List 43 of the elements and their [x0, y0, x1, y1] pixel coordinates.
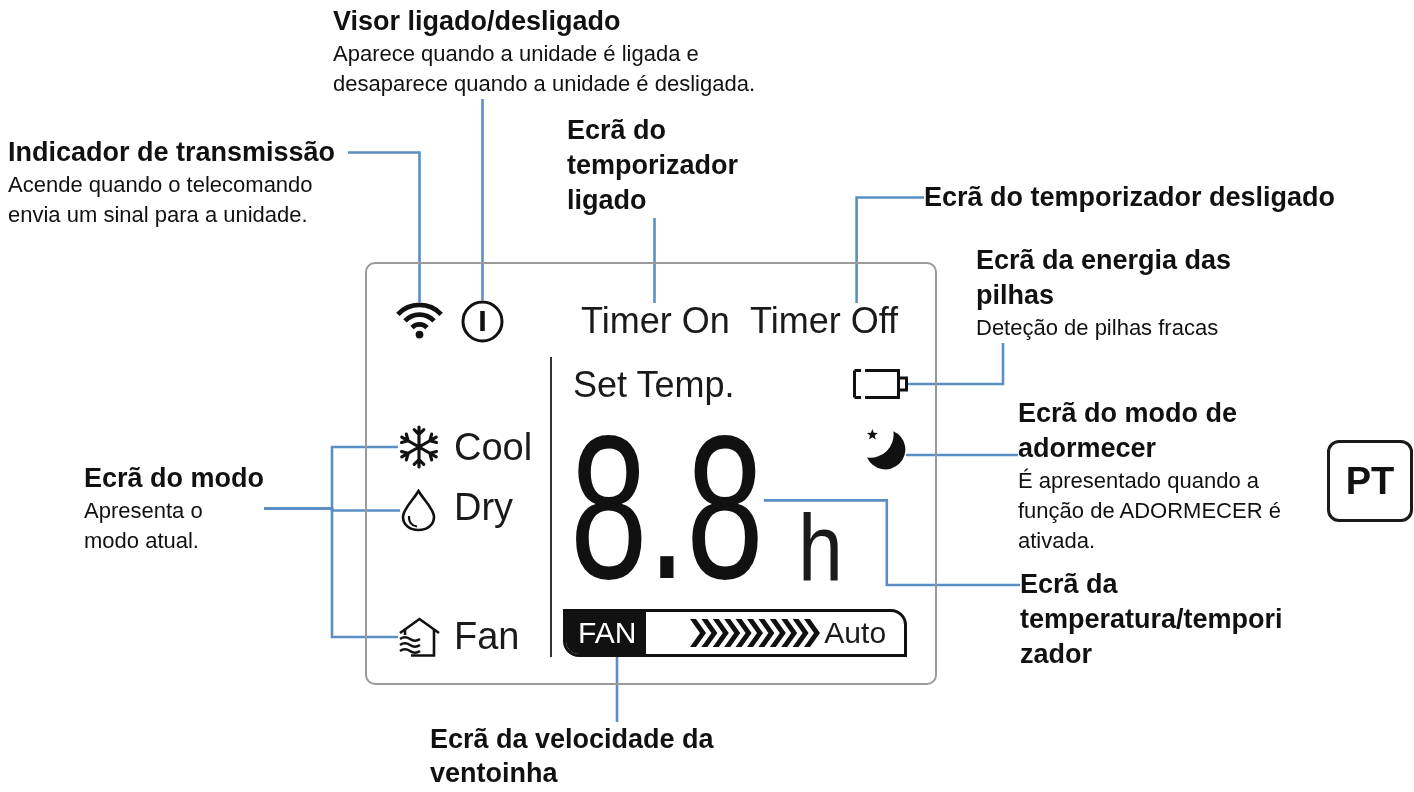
callout-text: Deteção de pilhas fracas [976, 314, 1220, 342]
mode-label: Fan [454, 617, 520, 655]
leader-line [855, 196, 924, 303]
wireless-signal-icon [395, 302, 444, 339]
lcd-display-panel [365, 262, 937, 685]
set-temp-label: Set Temp. [573, 367, 735, 403]
fan-speed-bar [563, 609, 907, 657]
fan-label: FAN [566, 612, 647, 654]
snowflake-icon [398, 425, 440, 469]
callout-title: Ecrã do modo [84, 462, 265, 495]
callout-title: Ecrã do modo de adormecer [1018, 397, 1239, 465]
leader-line [653, 218, 656, 303]
callout-title: Ecrã da velocidade da ventoinha [430, 722, 730, 790]
callout-title: Indicador de transmissão [8, 136, 337, 169]
callout-text: Acende quando o telecomando envia um sinal para a unidade. [8, 171, 314, 229]
power-icon [461, 300, 504, 343]
leader-line [908, 343, 1005, 386]
callout-text: Aparece quando a unidade é ligada e desaparece quando a unidade é desligada. [333, 40, 757, 98]
water-drop-icon [400, 489, 437, 532]
battery-icon [853, 369, 908, 399]
leader-line [763, 499, 1020, 587]
callout-title: Ecrã da energia das pilhas [976, 244, 1233, 312]
leader-line [348, 151, 421, 302]
moon-icon [866, 428, 906, 470]
leader-line [906, 453, 1018, 457]
leader-line [615, 657, 619, 722]
language-badge: PT [1327, 440, 1413, 522]
temperature-digits: 8.8 [570, 425, 764, 589]
timer-off-label: Timer Off [750, 303, 898, 339]
callout-text: Apresenta o modo atual. [84, 497, 204, 555]
leader-line [481, 99, 484, 300]
mode-label: Dry [454, 488, 514, 526]
callout-title: Visor ligado/desligado [333, 5, 622, 38]
house-airflow-icon [398, 617, 441, 657]
hour-unit-label: h [798, 510, 843, 586]
callout-text: É apresentado quando a função de ADORMECER é ativada. [1018, 467, 1282, 555]
timer-on-label: Timer On [581, 303, 730, 339]
callout-title: Ecrã do temporizador ligado [567, 113, 742, 218]
callout-title: Ecrã do temporizador desligado [924, 180, 1336, 215]
callout-title: Ecrã da temperatura/temporizador [1020, 567, 1290, 672]
auto-label: Auto [824, 618, 887, 648]
mode-label: Cool [454, 428, 533, 466]
leader-line [264, 507, 398, 639]
